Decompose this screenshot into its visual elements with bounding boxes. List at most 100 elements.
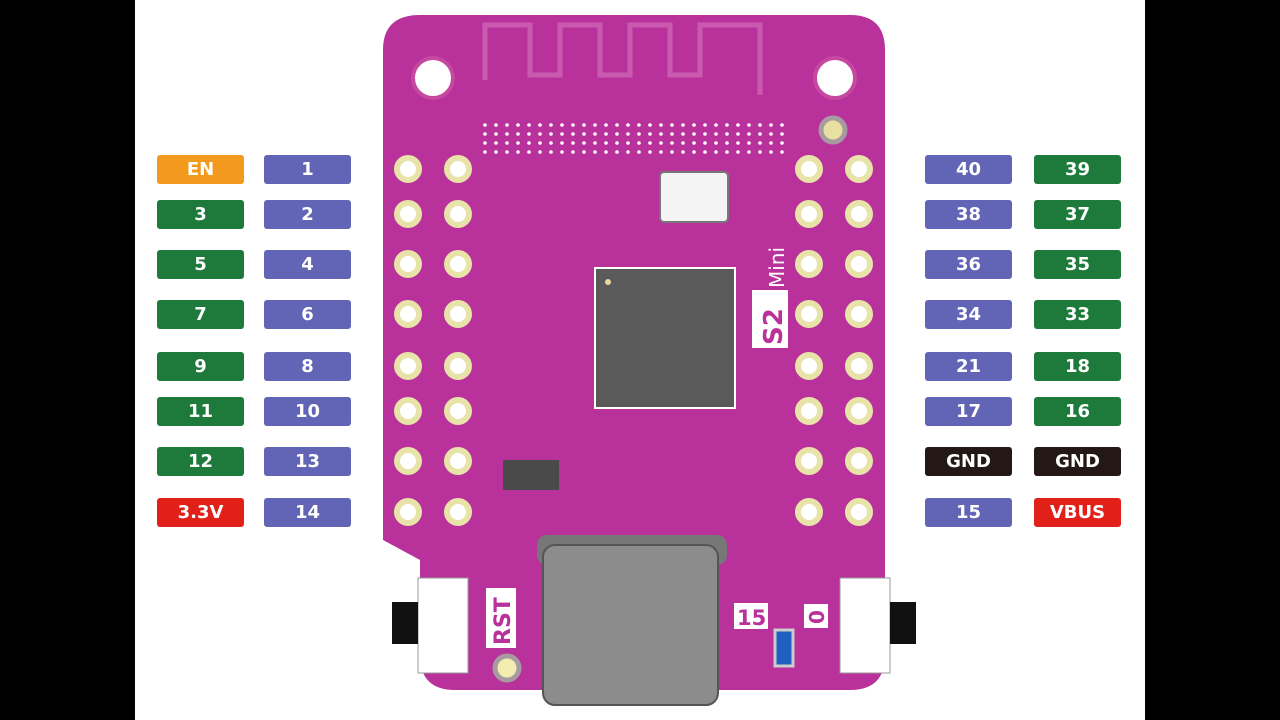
via [582,141,586,145]
via [736,132,740,136]
pin-label-right-inner: GND [925,447,1012,476]
header-pin-pad [444,447,472,475]
pin-label-right-outer: VBUS [1034,498,1121,527]
via [670,123,674,127]
via [593,141,597,145]
button-0-label: 0 [805,610,829,624]
pin-label-left-outer: EN [157,155,244,184]
header-pin-pad [444,300,472,328]
via [549,141,553,145]
header-pin-pad [394,397,422,425]
pin-label-right-outer: 37 [1034,200,1121,229]
pin-label-left-inner: 6 [264,300,351,329]
pin-label-right-inner: 15 [925,498,1012,527]
pin-label-right-inner: 36 [925,250,1012,279]
via [582,150,586,154]
via [538,150,542,154]
via [593,150,597,154]
via [626,141,630,145]
via [769,132,773,136]
via [725,132,729,136]
chip-pin1-dot [605,279,611,285]
header-pin-pad [444,200,472,228]
via [494,132,498,136]
led [773,628,795,668]
via [505,150,509,154]
reset-button-body [417,577,469,674]
via [615,141,619,145]
header-pin-pad [394,155,422,183]
crystal [659,171,729,223]
via [604,141,608,145]
via [780,141,784,145]
pin-label-left-outer: 3.3V [157,498,244,527]
pin-label-left-outer: 11 [157,397,244,426]
pin-label-left-inner: 13 [264,447,351,476]
via [670,141,674,145]
via [736,123,740,127]
via [604,123,608,127]
pin-label-right-outer: 39 [1034,155,1121,184]
via [714,123,718,127]
via [516,150,520,154]
via [538,141,542,145]
header-pin-pad [444,498,472,526]
pin-label-left-inner: 4 [264,250,351,279]
via [494,141,498,145]
header-pin-pad [845,200,873,228]
via [670,150,674,154]
via [703,123,707,127]
antenna-trace [482,22,763,95]
via [538,132,542,136]
regulator [503,460,559,490]
via [747,150,751,154]
header-pin-pad [394,498,422,526]
via [483,141,487,145]
via [516,132,520,136]
mount-hole [411,56,455,100]
pin-label-right-outer: 33 [1034,300,1121,329]
via [571,123,575,127]
via [626,132,630,136]
header-pin-pad [845,250,873,278]
header-pin-pad [795,352,823,380]
pin-label-left-outer: 5 [157,250,244,279]
via [736,150,740,154]
via [780,132,784,136]
via [780,150,784,154]
header-pin-pad [394,352,422,380]
via [505,123,509,127]
via [593,132,597,136]
via [758,132,762,136]
via [714,132,718,136]
via [659,123,663,127]
via [703,141,707,145]
via [560,123,564,127]
via [571,141,575,145]
reset-button-actuator[interactable] [392,602,418,644]
header-pin-pad [394,300,422,328]
pin-label-left-inner: 10 [264,397,351,426]
boot-button-actuator[interactable] [890,602,916,644]
via [582,132,586,136]
via [692,132,696,136]
via [681,123,685,127]
test-pad [492,653,522,683]
header-pin-pad [795,447,823,475]
button-15-label: 15 [737,606,766,630]
via [560,150,564,154]
via [659,132,663,136]
board-name-main: S2 [759,308,789,345]
via [769,150,773,154]
via [758,150,762,154]
boot-button-body [839,577,891,674]
mount-hole [813,56,857,100]
via [527,132,531,136]
pin-label-left-inner: 14 [264,498,351,527]
pin-label-left-inner: 1 [264,155,351,184]
pin-label-right-outer: 35 [1034,250,1121,279]
board-illustration: S2 Mini RST 15 0 [383,15,916,706]
via [758,141,762,145]
via [604,150,608,154]
